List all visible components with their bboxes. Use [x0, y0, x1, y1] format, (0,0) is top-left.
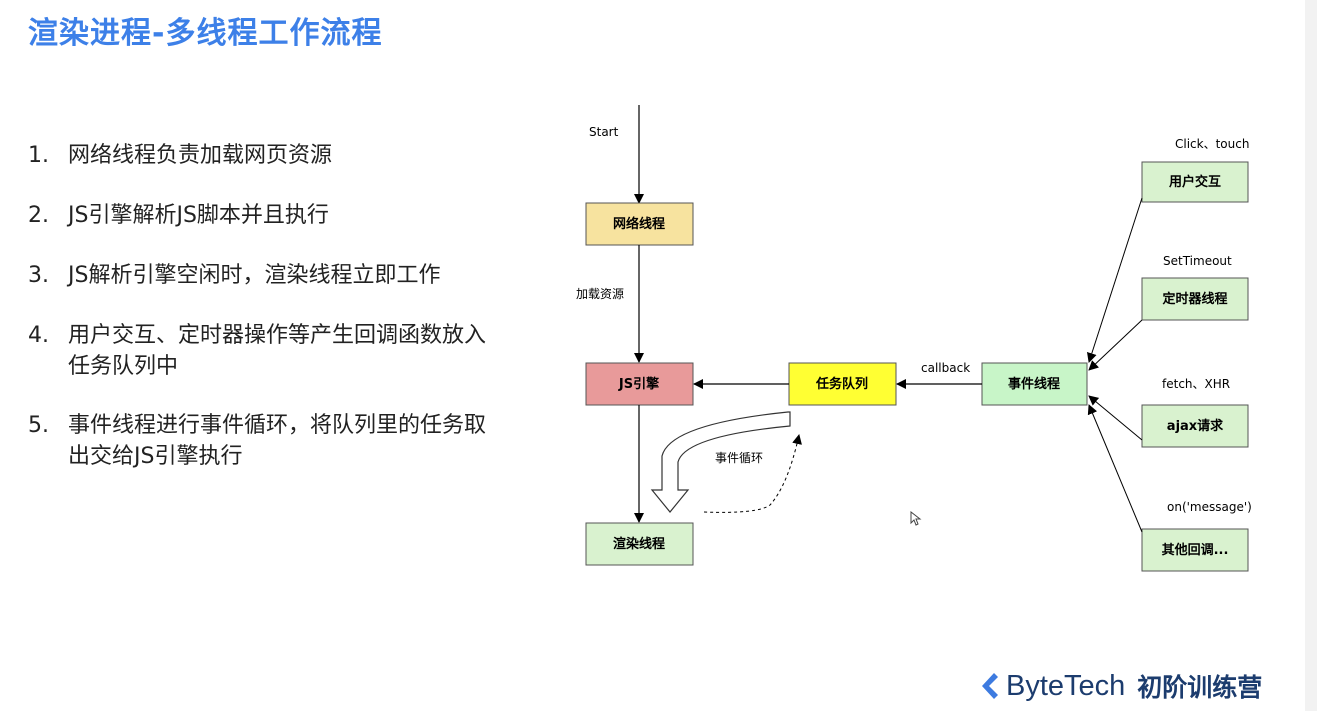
thread-flow-diagram: Start 网络线程 加载资源 JS引擎 渲染线程 任务队列 事件线程 call… [576, 105, 1252, 572]
step-number: 2. [28, 203, 49, 228]
logo-brand-text: ByteTech [1006, 669, 1126, 702]
click-touch-label: Click、touch [1175, 137, 1249, 151]
step-number: 1. [28, 143, 49, 168]
step-text: 网络线程负责加载网页资源 [68, 143, 333, 168]
mouse-cursor-icon [910, 511, 922, 526]
other-callback-label: 其他回调... [1162, 542, 1229, 558]
js-engine-node [585, 362, 694, 406]
timer-to-event-arrow [1088, 319, 1143, 371]
event-thread-label: 事件线程 [1008, 376, 1060, 392]
render-thread-label: 渲染线程 [613, 536, 665, 552]
step-text: JS引擎解析JS脚本并且执行 [68, 203, 329, 228]
other-to-event-arrow [1087, 404, 1143, 533]
callback-label: callback [921, 361, 970, 375]
ajax-node [1141, 404, 1249, 448]
scrollbar[interactable] [1305, 0, 1317, 711]
ajax-label: ajax请求 [1167, 418, 1224, 434]
timer-thread-label: 定时器线程 [1161, 291, 1227, 307]
ajax-to-event-arrow [1088, 395, 1143, 441]
bytetech-logo: ByteTech 初阶训练营 [978, 668, 1262, 704]
logo-camp-text: 初阶训练营 [1137, 673, 1263, 702]
step-number: 4. [28, 323, 49, 348]
network-thread-node [585, 202, 694, 246]
event-loop-label: 事件循环 [715, 451, 763, 465]
settimeout-label: SetTimeout [1163, 254, 1232, 268]
user-interaction-label: 用户交互 [1168, 174, 1221, 190]
step-text: JS解析引擎空闲时，渲染线程立即工作 [68, 263, 441, 288]
bytetech-logo-icon [982, 673, 998, 699]
step-number: 5. [28, 413, 49, 438]
on-message-label: on('message') [1167, 500, 1252, 514]
step-text: 事件线程进行事件循环，将队列里的任务取出交给JS引擎执行 [68, 413, 487, 469]
step-text: 用户交互、定时器操作等产生回调函数放入任务队列中 [68, 323, 487, 379]
timer-thread-node [1141, 277, 1249, 321]
fetch-xhr-label: fetch、XHR [1162, 377, 1230, 391]
start-label: Start [589, 125, 619, 139]
other-callback-node [1141, 528, 1249, 572]
slide-title: 渲染进程-多线程工作流程 [28, 16, 383, 51]
user-to-event-arrow [1087, 197, 1143, 363]
event-thread-node [981, 362, 1088, 406]
load-label: 加载资源 [576, 287, 624, 301]
js-engine-label: JS引擎 [618, 376, 659, 392]
step-number: 3. [28, 263, 49, 288]
user-interaction-node [1141, 161, 1249, 203]
render-thread-node [585, 522, 694, 566]
network-thread-label: 网络线程 [613, 216, 665, 232]
task-queue-node [788, 362, 897, 406]
task-queue-label: 任务队列 [815, 376, 868, 392]
dashed-loop-arrow [703, 434, 802, 513]
event-loop-arrow [650, 411, 791, 513]
